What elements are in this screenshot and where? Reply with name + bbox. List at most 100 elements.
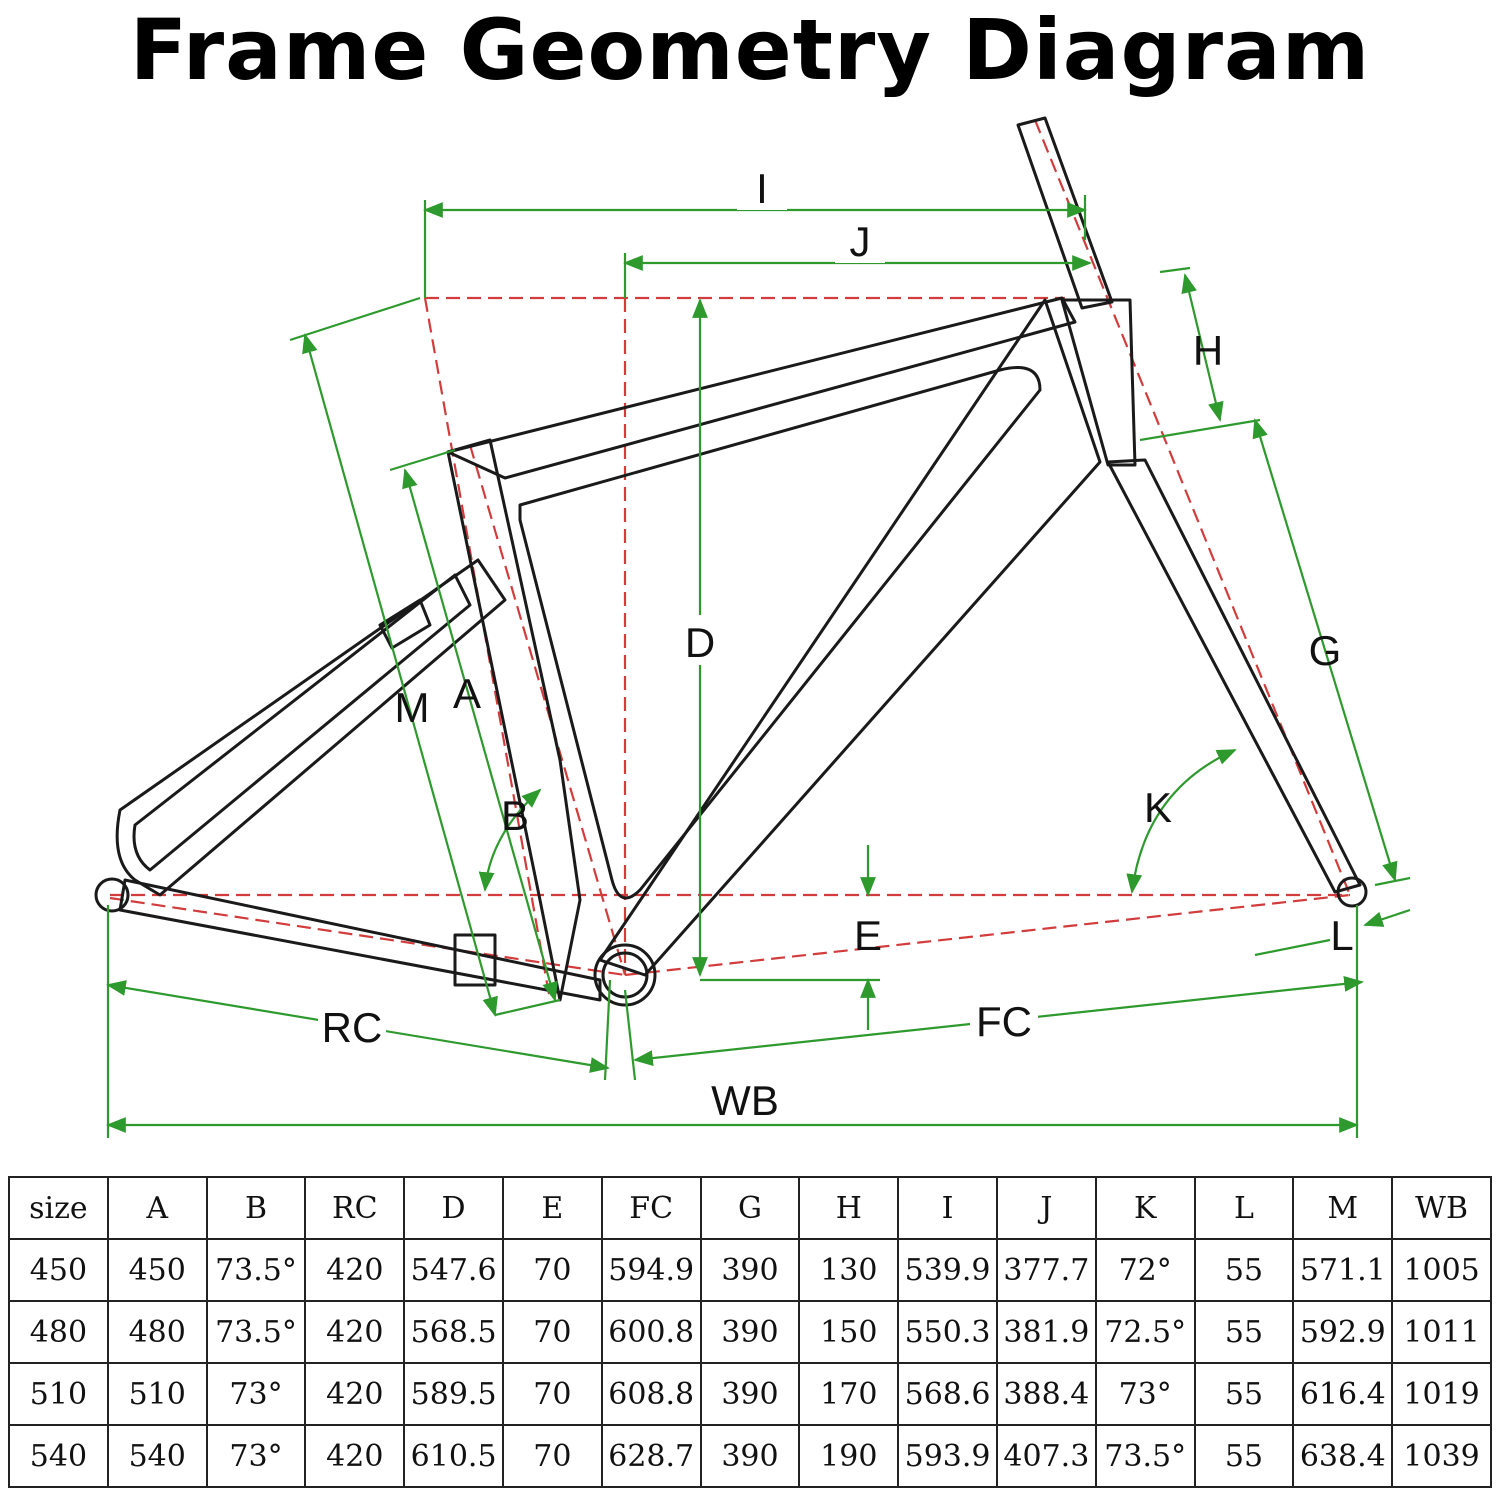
table-cell: 540: [8, 1424, 109, 1488]
column-header: E: [501, 1176, 603, 1240]
label-j: J: [850, 218, 871, 265]
bike-frame: [94, 116, 1368, 1007]
table-cell: 450: [106, 1238, 208, 1302]
table-cell: 594.9: [600, 1238, 702, 1302]
table-cell: 420: [304, 1362, 406, 1426]
table-cell: 190: [798, 1424, 900, 1488]
label-i: I: [756, 165, 768, 212]
table-cell: 390: [699, 1300, 801, 1364]
label-rc: RC: [322, 1004, 383, 1051]
inner-triangle: [518, 366, 1042, 900]
table-cell: 616.4: [1292, 1362, 1394, 1426]
table-cell: 70: [501, 1424, 603, 1488]
front-dropout: [1336, 876, 1368, 908]
table-cell: 450: [8, 1238, 109, 1302]
label-b: B: [501, 792, 529, 839]
dimension-labels: I J D M A B E H G K L RC FC WB: [318, 165, 1354, 1124]
steerer: [1016, 116, 1114, 310]
column-header: RC: [304, 1176, 406, 1240]
table-cell: 540: [106, 1424, 208, 1488]
rear-dropout: [94, 877, 130, 913]
label-fc: FC: [976, 998, 1032, 1045]
column-header: B: [205, 1176, 307, 1240]
table-cell: 407.3: [995, 1424, 1097, 1488]
column-header: D: [403, 1176, 504, 1240]
table-cell: 547.6: [403, 1238, 504, 1302]
label-m: M: [395, 684, 430, 731]
column-header: H: [798, 1176, 900, 1240]
table-cell: 72°: [1094, 1238, 1196, 1302]
table-cell: 593.9: [897, 1424, 998, 1488]
table-cell: 589.5: [403, 1362, 504, 1426]
label-g: G: [1309, 627, 1342, 674]
label-h: H: [1193, 327, 1223, 374]
column-header: WB: [1391, 1176, 1492, 1240]
table-cell: 130: [798, 1238, 900, 1302]
table-cell: 571.1: [1292, 1238, 1394, 1302]
table-cell: 70: [501, 1300, 603, 1364]
table-cell: 600.8: [600, 1300, 702, 1364]
table-cell: 73°: [205, 1424, 307, 1488]
chain-stay: [118, 878, 602, 1002]
frame-geometry-drawing: I J D M A B E H G K L RC FC WB: [94, 116, 1411, 1138]
bottom-bracket: [593, 943, 657, 1007]
table-cell: 388.4: [995, 1362, 1097, 1426]
seat-stay-inner: [132, 573, 472, 872]
column-header: size: [8, 1176, 109, 1240]
table-cell: 628.7: [600, 1424, 702, 1488]
diagram-title: Frame Geometry Diagram: [129, 1, 1371, 99]
table-cell: 390: [699, 1424, 801, 1488]
table-cell: 1005: [1391, 1238, 1492, 1302]
table-cell: 1011: [1391, 1300, 1492, 1364]
table-cell: 480: [8, 1300, 109, 1364]
table-cell: 638.4: [1292, 1424, 1394, 1488]
label-wb: WB: [711, 1077, 779, 1124]
table-cell: 420: [304, 1424, 406, 1488]
label-k: K: [1144, 784, 1172, 831]
table-cell: 390: [699, 1238, 801, 1302]
head-tube: [1060, 298, 1137, 467]
table-cell: 55: [1193, 1238, 1295, 1302]
table-cell: 55: [1193, 1424, 1295, 1488]
table-cell: 480: [106, 1300, 208, 1364]
table-cell: 608.8: [600, 1362, 702, 1426]
table-cell: 568.5: [403, 1300, 504, 1364]
centerlines: [109, 119, 1352, 1001]
table-cell: 390: [699, 1362, 801, 1426]
label-e: E: [854, 912, 882, 959]
table-cell: 1039: [1391, 1424, 1492, 1488]
table-cell: 150: [798, 1300, 900, 1364]
column-header: A: [106, 1176, 208, 1240]
table-cell: 420: [304, 1300, 406, 1364]
table-cell: 73.5°: [205, 1300, 307, 1364]
label-a: A: [453, 670, 481, 717]
table-cell: 1019: [1391, 1362, 1492, 1426]
table-cell: 73.5°: [205, 1238, 307, 1302]
column-header: FC: [600, 1176, 702, 1240]
table-cell: 72.5°: [1094, 1300, 1196, 1364]
table-cell: 73°: [205, 1362, 307, 1426]
table-cell: 568.6: [897, 1362, 998, 1426]
table-cell: 70: [501, 1362, 603, 1426]
column-header: K: [1094, 1176, 1196, 1240]
top-tube: [446, 296, 1077, 480]
table-cell: 420: [304, 1238, 406, 1302]
column-header: I: [897, 1176, 998, 1240]
column-header: M: [1292, 1176, 1394, 1240]
table-cell: 170: [798, 1362, 900, 1426]
table-cell: 510: [106, 1362, 208, 1426]
table-cell: 70: [501, 1238, 603, 1302]
table-cell: 55: [1193, 1362, 1295, 1426]
table-cell: 539.9: [897, 1238, 998, 1302]
table-cell: 510: [8, 1362, 109, 1426]
table-cell: 610.5: [403, 1424, 504, 1488]
table-cell: 377.7: [995, 1238, 1097, 1302]
column-header: G: [699, 1176, 801, 1240]
